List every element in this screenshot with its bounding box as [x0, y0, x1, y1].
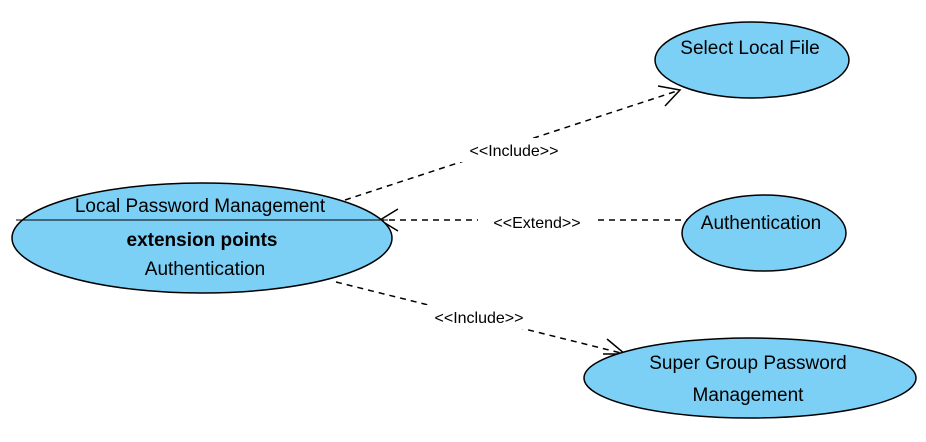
include-label: <<Include>> — [470, 143, 559, 160]
include-relationship-select-local-file[interactable]: <<Include>> — [344, 85, 682, 201]
use-case-name: Local Password Management — [75, 196, 326, 217]
use-case-name-line-1: Super Group Password — [649, 353, 847, 374]
include-label: <<Include>> — [435, 310, 524, 327]
use-case-name: Authentication — [701, 213, 821, 234]
use-case-authentication[interactable]: Authentication — [681, 194, 847, 272]
use-case-name: Select Local File — [680, 38, 819, 59]
extension-points-heading: extension points — [127, 230, 278, 251]
use-case-local-password-management[interactable]: Local Password Management extension poin… — [11, 182, 393, 294]
extension-point: Authentication — [145, 259, 265, 280]
extend-label: <<Extend>> — [493, 215, 580, 232]
use-case-super-group-password-management[interactable]: Super Group Password Management — [583, 337, 917, 419]
include-relationship-super-group[interactable]: <<Include>> — [335, 281, 628, 355]
use-case-select-local-file[interactable]: Select Local File — [654, 21, 850, 99]
extend-relationship-authentication[interactable]: <<Extend>> — [378, 208, 692, 234]
use-case-name-line-2: Management — [693, 385, 805, 406]
